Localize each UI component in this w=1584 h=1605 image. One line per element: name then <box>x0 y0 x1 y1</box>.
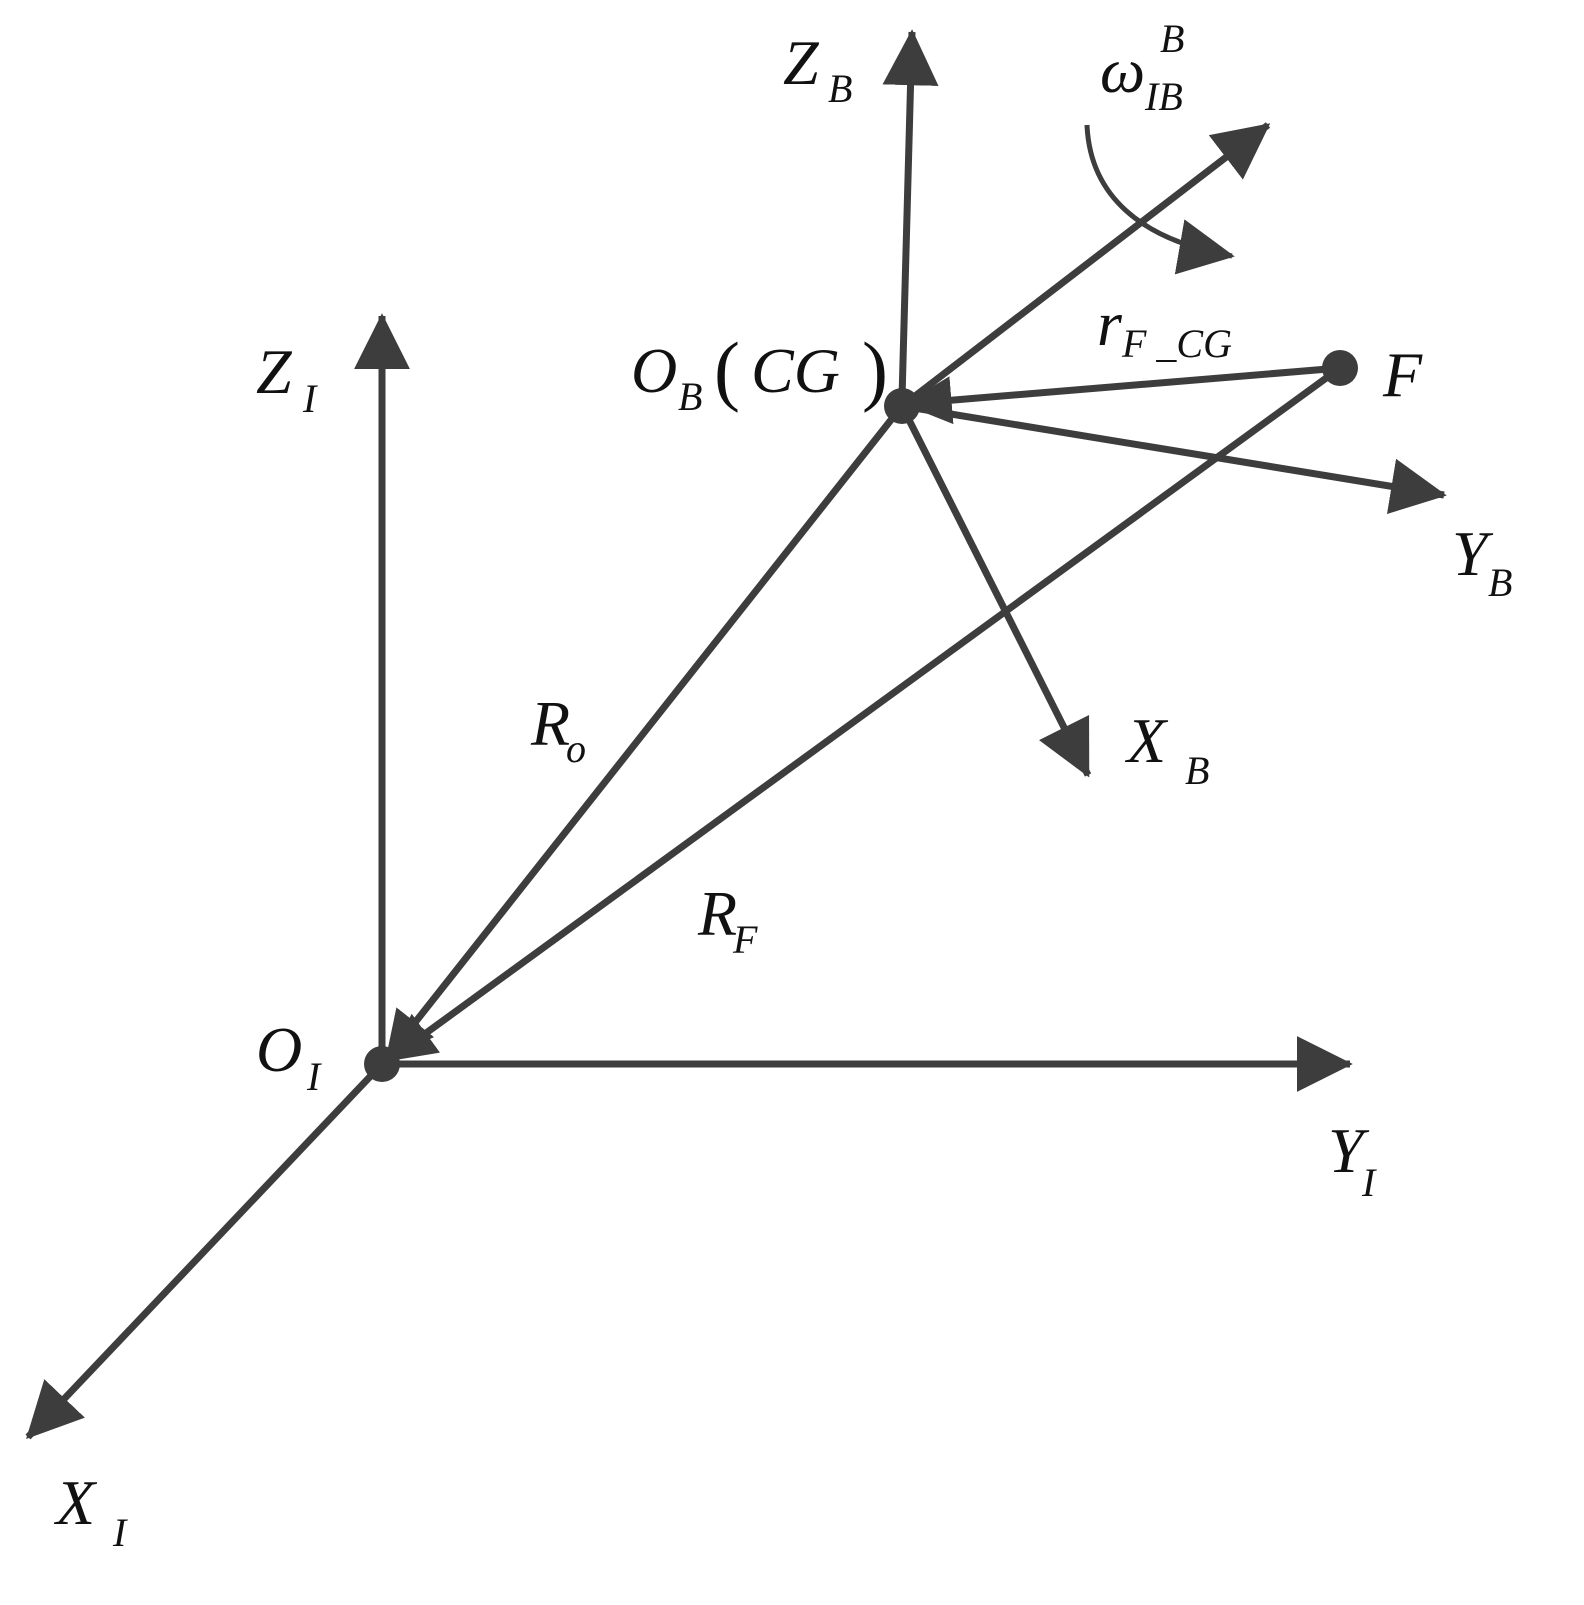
xb-axis <box>898 404 1092 778</box>
svg-text:F _CG: F _CG <box>1121 321 1232 366</box>
svg-text:I: I <box>112 1510 128 1555</box>
ob-cg-label: O B ( CG ) <box>631 326 888 419</box>
zb-axis <box>882 29 939 399</box>
ro-label: R o <box>530 688 586 771</box>
svg-text:F: F <box>1382 339 1423 410</box>
yb-label: Y B <box>1452 518 1512 605</box>
zi-label: Z I <box>256 336 318 421</box>
svg-text:B: B <box>1160 16 1184 61</box>
yi-label: Y I <box>1328 1115 1377 1205</box>
svg-text:X: X <box>53 1467 98 1538</box>
svg-text:B: B <box>1488 560 1512 605</box>
svg-text:Y: Y <box>1328 1115 1370 1186</box>
body-cg-point <box>884 388 920 424</box>
svg-text:R: R <box>530 688 570 759</box>
ro-vector <box>384 403 905 1061</box>
rotation-axis <box>899 122 1271 409</box>
xi-axis <box>25 1061 385 1440</box>
force-point <box>1322 350 1358 386</box>
svg-text:CG: CG <box>751 335 840 406</box>
svg-text:B: B <box>828 66 852 111</box>
rf-vector <box>386 365 1343 1063</box>
svg-text:IB: IB <box>1144 74 1183 119</box>
svg-text:(: ( <box>714 326 740 413</box>
svg-text:I: I <box>306 1054 322 1099</box>
xb-label: X B <box>1124 705 1209 793</box>
origin-inertial-point <box>364 1046 400 1082</box>
oi-label: O I <box>256 1014 322 1099</box>
svg-text:I: I <box>1361 1160 1377 1205</box>
omega-rotation-arrow <box>1084 124 1235 275</box>
svg-text:B: B <box>1185 748 1209 793</box>
svg-text:R: R <box>697 878 737 949</box>
svg-text:X: X <box>1124 705 1169 776</box>
svg-text:Z: Z <box>783 27 820 98</box>
svg-text:Z: Z <box>256 336 293 407</box>
svg-text:I: I <box>302 376 318 421</box>
svg-text:Y: Y <box>1452 518 1494 589</box>
svg-text:O: O <box>631 335 677 406</box>
svg-text:): ) <box>862 326 888 413</box>
svg-text:r: r <box>1097 288 1123 359</box>
svg-text:ω: ω <box>1100 35 1145 106</box>
svg-text:O: O <box>256 1014 302 1085</box>
xi-label: X I <box>53 1467 128 1555</box>
svg-text:B: B <box>678 374 702 419</box>
svg-text:F: F <box>732 917 758 962</box>
rf-label: R F <box>697 878 758 962</box>
svg-text:o: o <box>566 726 586 771</box>
r-f-cg-vector <box>903 364 1341 425</box>
r-f-cg-label: r F _CG <box>1097 288 1232 366</box>
zb-label: Z B <box>783 27 852 111</box>
yb-axis <box>901 402 1447 515</box>
f-label: F <box>1382 339 1423 410</box>
omega-label: ω IB B <box>1100 16 1184 119</box>
